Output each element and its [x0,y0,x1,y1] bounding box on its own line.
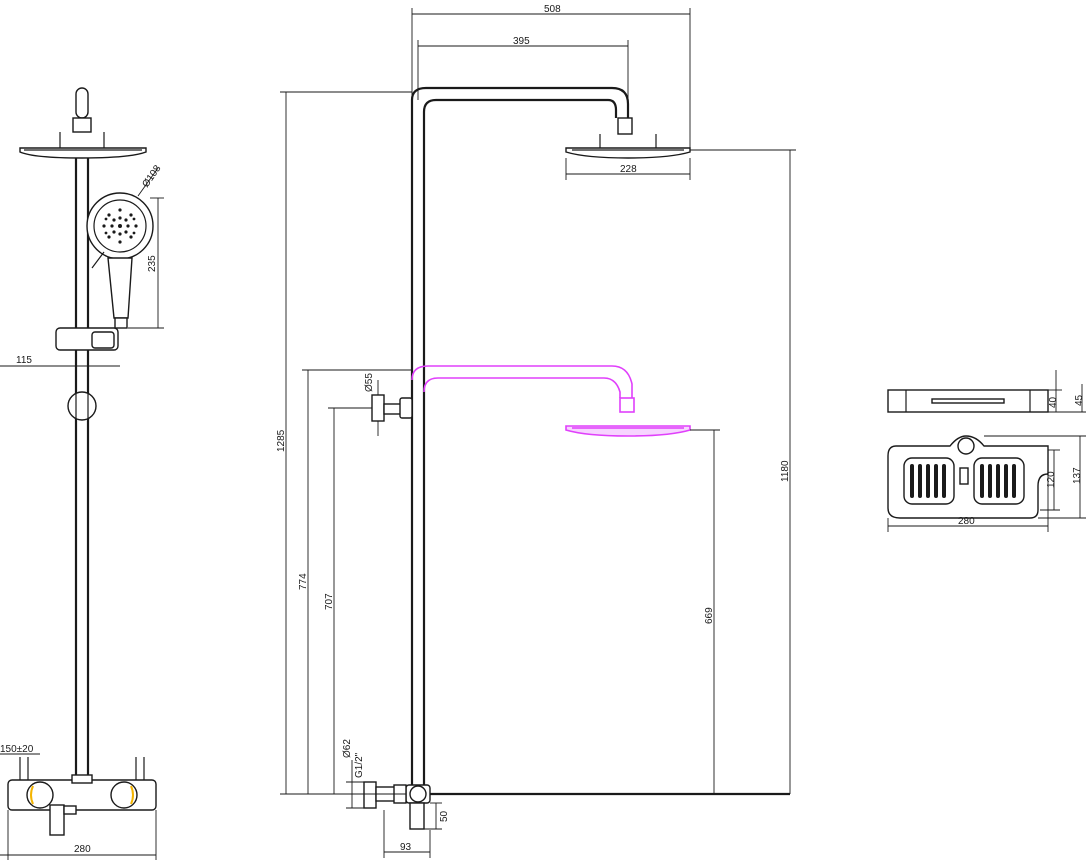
front-dim-228: 228 [620,164,637,175]
shelf-dim-280: 280 [958,516,975,527]
side-head-connector [72,117,92,133]
front-dim-1285: 1285 [276,429,287,452]
shelf-dim-120: 120 [1046,471,1057,488]
side-hand-shower-nozzles [102,208,138,244]
side-dim-150: 150±20 [0,744,34,755]
front-top-arm [410,86,630,118]
front-view: 508 395 228 1285 1180 Ø55 774 707 669 Ø6… [276,4,796,858]
shelf-dim-137: 137 [1072,467,1083,484]
front-bracket-plate [371,394,385,422]
front-dim-50: 50 [439,810,450,822]
side-mixer-right-knob [110,781,138,809]
side-handle-end [114,317,128,329]
front-dim-395: 395 [513,36,530,47]
side-dimensions [0,167,164,860]
front-dim-669: 669 [704,607,715,624]
side-dim-diameter-108: Ø108 [140,163,163,190]
side-mixer-left-knob [26,781,54,809]
front-dim-diameter-55: Ø55 [364,373,375,392]
side-spout [49,804,65,836]
side-hand-shower-handle [107,257,133,319]
front-dim-774: 774 [298,573,309,590]
front-spout [409,802,425,830]
front-inlet-plate [363,781,377,809]
front-dim-diameter-62: Ø62 [342,739,353,758]
front-dimensions [280,8,796,858]
front-head-connector [617,117,633,135]
front-lowered-head-position [411,365,691,437]
shelf-dimensions [887,370,1086,532]
side-riser-cap [75,87,89,119]
side-dim-280: 280 [74,844,91,855]
shelf-dim-45: 45 [1074,394,1085,406]
side-view: Ø108 235 115 150±20 280 [0,87,164,860]
front-dim-thread: G1/2" [354,752,365,778]
side-wall-bracket [67,391,97,421]
front-dim-508: 508 [544,4,561,15]
front-dim-1180: 1180 [780,460,791,482]
front-dim-707: 707 [324,593,335,610]
shelf-dim-40: 40 [1048,396,1059,408]
side-dim-115: 115 [16,355,32,366]
front-dim-93: 93 [400,842,412,853]
shelf-view: 40 45 120 137 280 [887,370,1086,532]
side-dim-235: 235 [147,255,158,272]
shelf-slots [910,464,1016,498]
